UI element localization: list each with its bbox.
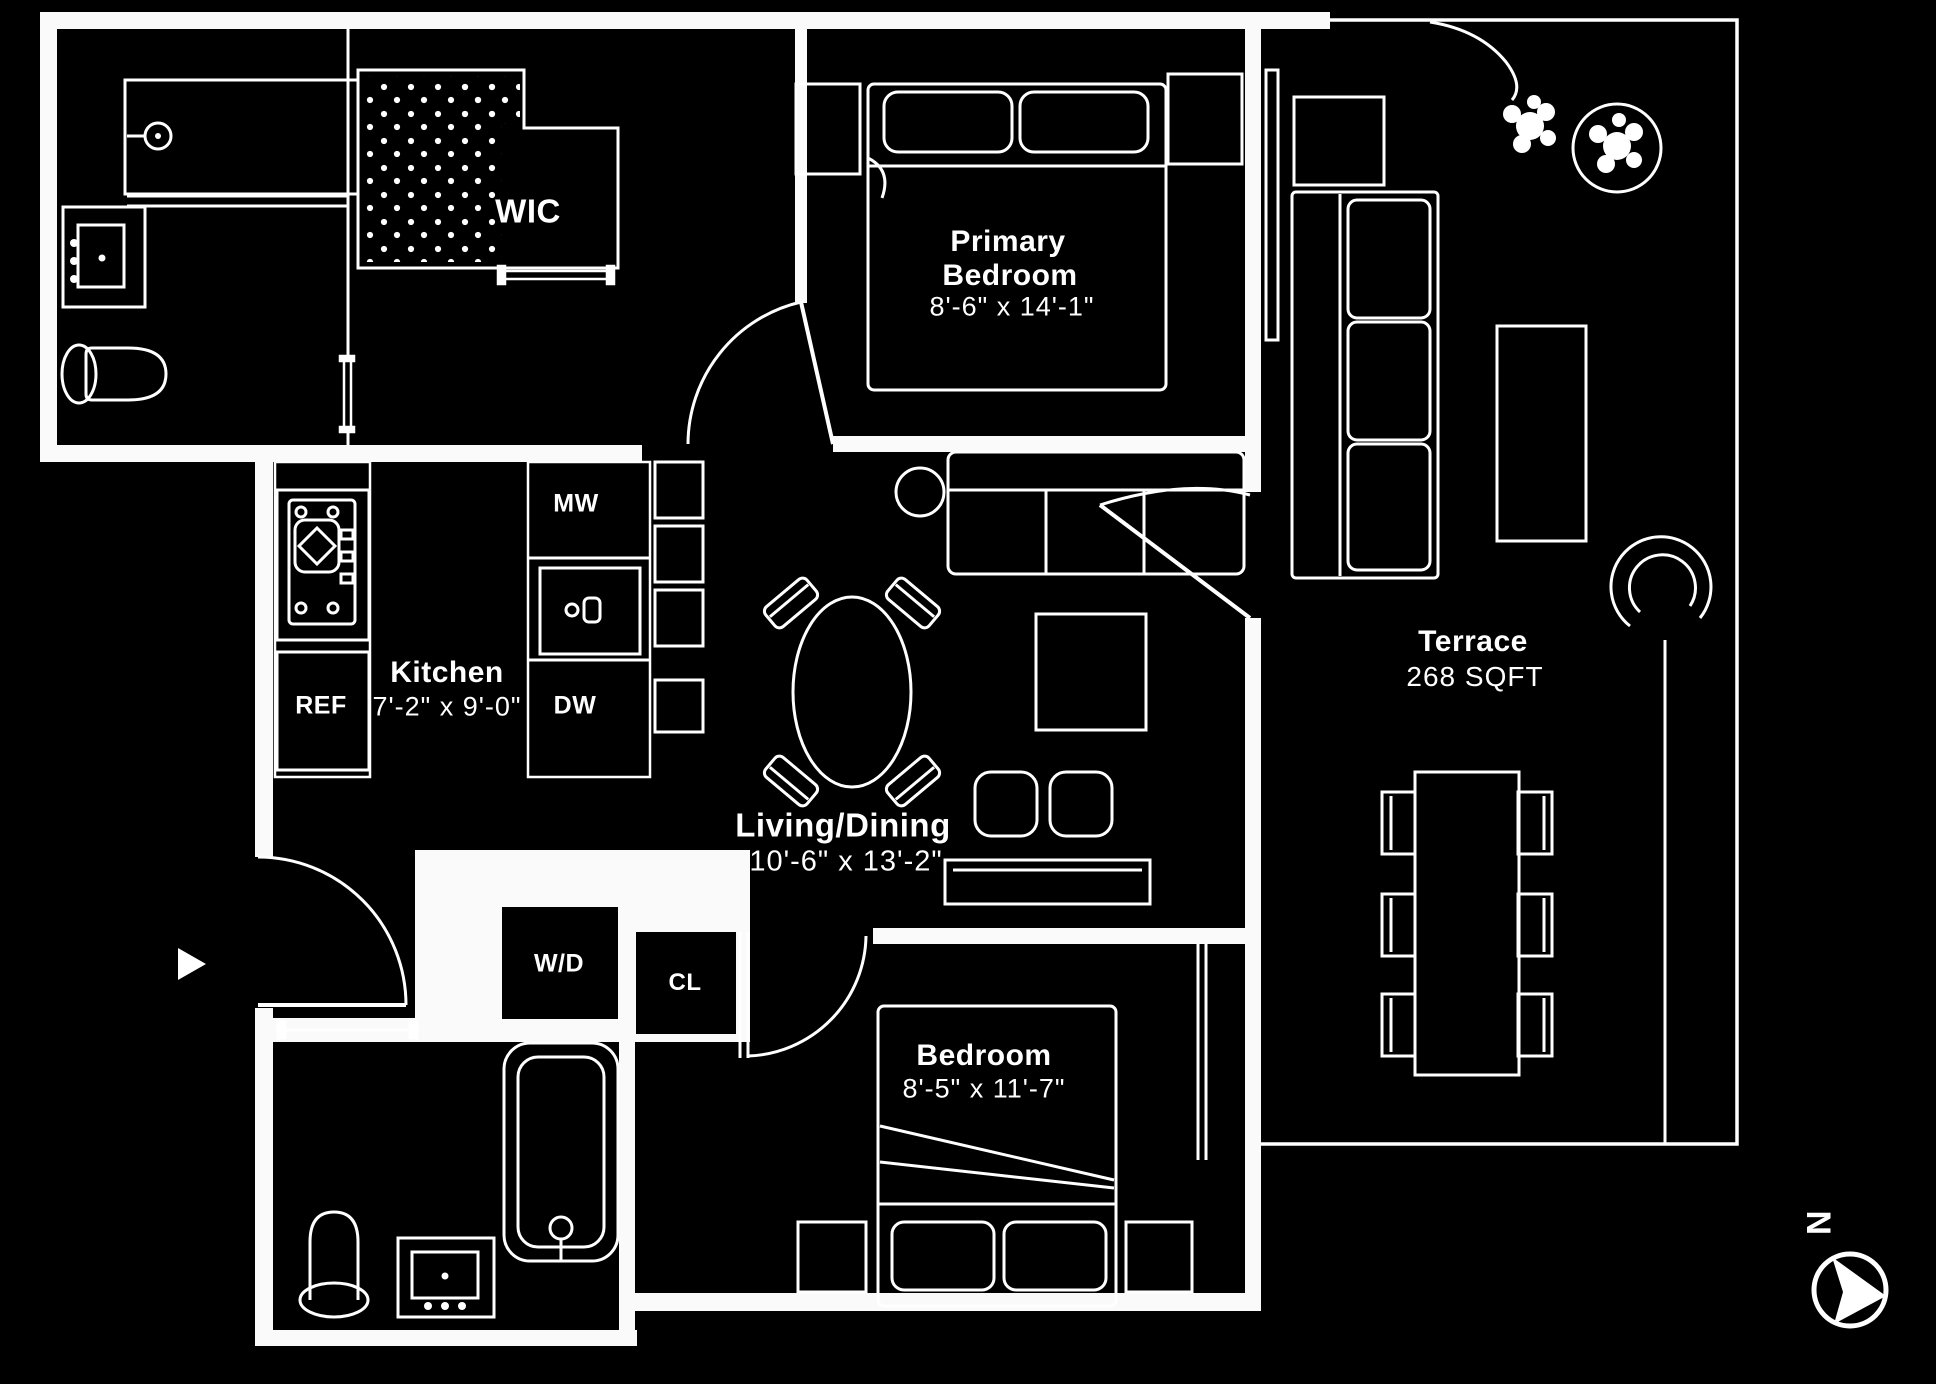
bathroom-primary [60, 28, 367, 446]
washer-dryer-closet [502, 907, 618, 1019]
sofa-cushion [1346, 198, 1432, 320]
shower [123, 78, 367, 196]
room-label-terrace: Terrace [1418, 625, 1528, 658]
counter-segment [653, 460, 705, 520]
tub-drain [548, 1215, 574, 1241]
room-label-wic: WIC [495, 192, 561, 230]
nightstand [794, 82, 862, 176]
outdoor-dining-table [1413, 770, 1521, 1077]
wic-door-sill [496, 264, 616, 286]
outdoor-sofa [1290, 190, 1440, 580]
toilet-bowl [84, 346, 168, 402]
kitchen-casework [273, 460, 705, 779]
dining-chair [884, 754, 942, 808]
kitchen-sink-icon [564, 602, 580, 618]
bathroom-second [276, 1020, 620, 1319]
closet-interiors [502, 907, 736, 1034]
stove [275, 488, 371, 642]
sofa-cushion [1346, 320, 1432, 442]
compass [1811, 1251, 1889, 1329]
sofa [946, 450, 1246, 576]
pillow [890, 1220, 996, 1292]
bedroom-door [738, 932, 868, 1058]
room-label-living-dining: Living/Dining [735, 806, 951, 844]
primary-bed [866, 82, 1168, 392]
ottoman [1048, 770, 1114, 838]
pillow [1002, 1220, 1108, 1292]
living-dining-furniture [762, 450, 1252, 906]
bedroom-second-furniture [738, 932, 1208, 1308]
sliding-door [276, 1020, 419, 1040]
primary-door [686, 300, 835, 445]
terrace-door-living [1098, 486, 1252, 620]
dining-chair [884, 576, 942, 630]
pocket-door [338, 354, 356, 434]
kitchen-counter-right [526, 460, 652, 779]
toilet-base [298, 1281, 370, 1319]
coffee-table [1495, 324, 1588, 543]
counter-segment [653, 678, 705, 734]
room-area-terrace: 268 SQFT [1406, 661, 1544, 692]
toilet-bowl [308, 1210, 360, 1300]
fixture-label-closet: CL [668, 969, 702, 996]
bathroom-sink [396, 1236, 496, 1319]
counter-segment [653, 588, 705, 648]
sink-cabinet [538, 566, 642, 656]
shower-head-icon [143, 121, 173, 151]
nightstand [796, 1220, 868, 1294]
room-label-primary-line1: Primary [950, 225, 1066, 258]
barrel-chair [1609, 535, 1713, 628]
primary-bedroom-furniture [686, 68, 1280, 445]
room-dims-primary: 8'-6" x 14'-1" [929, 291, 1095, 322]
nightstand [1124, 1220, 1194, 1294]
outdoor-dining-chairs [1380, 790, 1554, 1058]
blanket-fold [867, 156, 887, 199]
fixture-label-refrigerator: REF [295, 691, 347, 720]
compass-circle [1811, 1251, 1889, 1329]
sliding-panel [1264, 68, 1280, 342]
compass-north-label: N [1799, 1210, 1837, 1236]
fixture-label-dishwasher: DW [553, 691, 597, 720]
coffee-table [1034, 612, 1148, 732]
bed [876, 1004, 1118, 1308]
planter-pot [1571, 102, 1663, 194]
cl-closet [636, 932, 736, 1034]
fixture-label-washer-dryer: W/D [533, 949, 585, 978]
sofa-cushion [1346, 442, 1432, 572]
room-label-bedroom: Bedroom [916, 1039, 1052, 1072]
fixture-label-microwave: MW [553, 489, 599, 518]
room-dims-kitchen: 7'-2" x 9'-0" [372, 691, 522, 722]
terrace-area [1261, 18, 1739, 1146]
room-label-kitchen: Kitchen [390, 656, 504, 689]
room-dims-bedroom: 8'-5" x 11'-7" [902, 1073, 1066, 1104]
ottoman [973, 770, 1039, 838]
side-table [894, 466, 946, 518]
bathroom-sink [61, 205, 147, 309]
side-table [1292, 95, 1386, 187]
pillow [882, 90, 1014, 154]
nightstand [1166, 72, 1244, 166]
entry-arrow-icon [178, 948, 206, 980]
pillow [1018, 90, 1150, 154]
room-dims-living-dining: 10'-6" x 13'-2" [749, 845, 943, 878]
media-console [943, 858, 1152, 906]
plant-icon [1589, 113, 1643, 173]
bathtub [502, 1041, 620, 1263]
plant-icon [1503, 95, 1556, 153]
dining-chair [762, 754, 820, 808]
room-label-primary-line2: Bedroom [942, 259, 1078, 292]
terrace-outline [1261, 18, 1739, 1146]
counter-segment [653, 524, 705, 584]
refrigerator-box [275, 650, 371, 772]
dining-table-oval [791, 595, 913, 789]
toilet-tank [60, 343, 98, 405]
north-arrow-icon [1832, 1257, 1886, 1324]
vine-branch [1429, 20, 1519, 101]
dining-chair [762, 576, 820, 630]
wic-closet [356, 68, 620, 286]
entry [178, 855, 408, 1007]
